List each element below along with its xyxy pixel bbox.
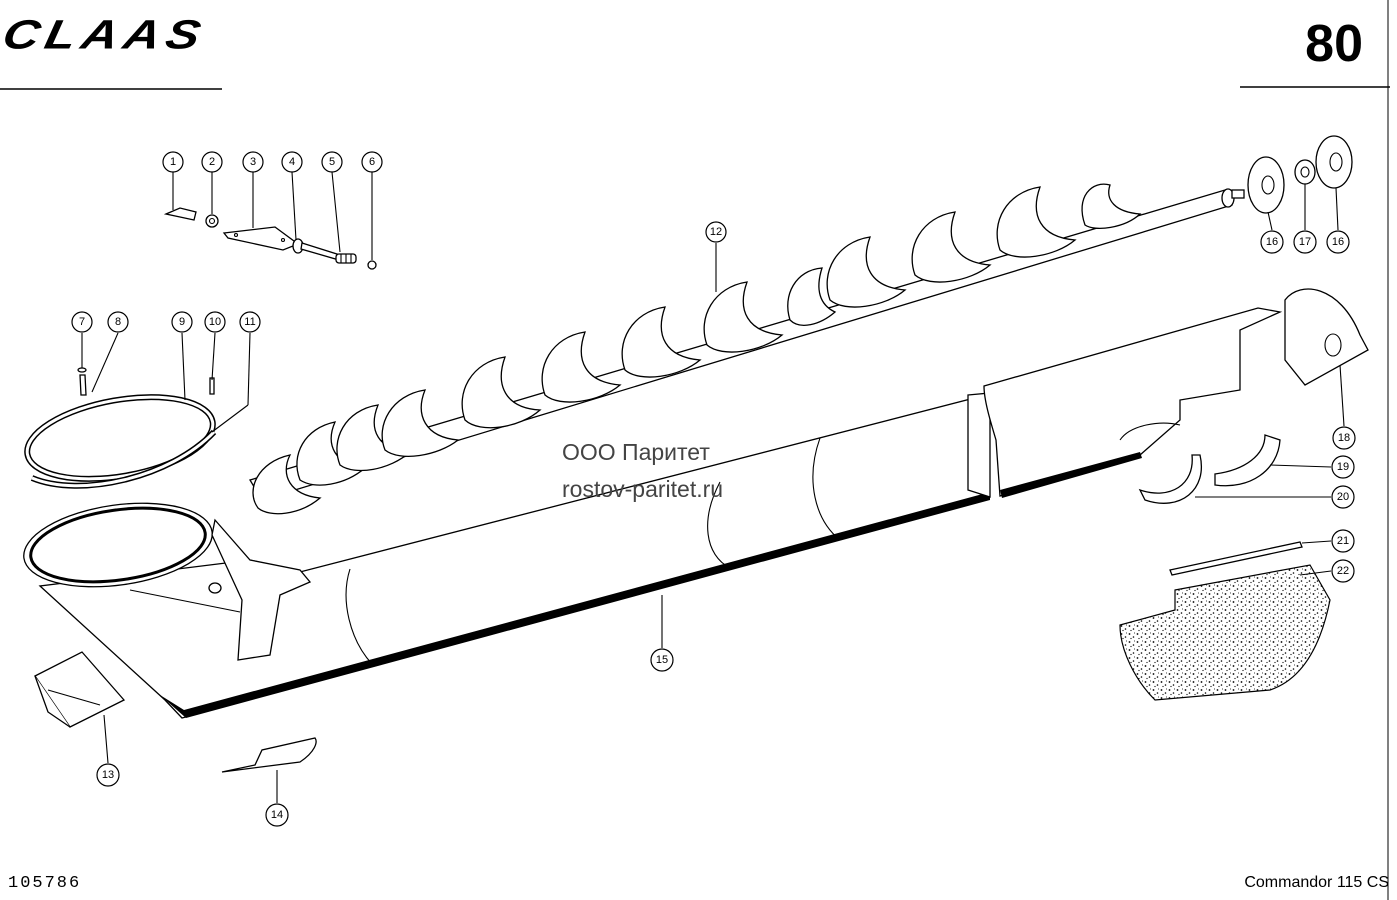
svg-text:1: 1	[170, 156, 176, 168]
part-16-flange	[1247, 156, 1285, 214]
part-20-bracket	[1138, 454, 1202, 504]
svg-text:9: 9	[179, 316, 185, 328]
callout-13: 13	[96, 763, 120, 787]
part-3-plate	[222, 226, 300, 251]
part-7-washer	[77, 367, 87, 373]
part-14-guard	[221, 737, 317, 773]
part-1-bolt	[163, 207, 197, 221]
svg-text:2: 2	[209, 156, 215, 168]
callout-16: 16	[1260, 230, 1284, 254]
part-13-chute	[34, 651, 126, 728]
part-21-strip	[1169, 541, 1303, 576]
svg-text:14: 14	[271, 809, 283, 821]
svg-text:16: 16	[1266, 236, 1278, 248]
callout-17: 17	[1293, 230, 1317, 254]
part-10-bolt	[209, 377, 215, 395]
part-9-ring	[24, 394, 216, 482]
svg-text:16: 16	[1332, 236, 1344, 248]
watermark-url: rostov-paritet.ru	[562, 476, 724, 502]
page-number: 80	[1305, 15, 1363, 73]
watermark-company: ООО Паритет	[562, 439, 710, 465]
callout-10: 10	[204, 311, 226, 333]
part-8-bolt	[79, 374, 87, 396]
svg-text:7: 7	[79, 316, 85, 328]
svg-text:3: 3	[250, 156, 256, 168]
svg-text:17: 17	[1299, 236, 1311, 248]
part-19-bracket	[1214, 434, 1281, 487]
model-name: Commandor 115 CS	[1244, 874, 1389, 891]
part-5-spring	[335, 253, 357, 264]
svg-text:22: 22	[1337, 565, 1349, 577]
svg-text:15: 15	[656, 654, 668, 666]
document-number: 105786	[8, 874, 82, 893]
svg-text:4: 4	[289, 156, 295, 168]
svg-text:13: 13	[102, 769, 114, 781]
svg-text:19: 19	[1337, 461, 1349, 473]
part-12-auger-screw	[249, 183, 1245, 515]
part-18-end-plate	[1284, 288, 1369, 386]
part-4-bolt	[292, 238, 341, 261]
callout-4: 4	[281, 151, 303, 173]
callout-6: 6	[361, 151, 383, 173]
callout-3: 3	[242, 151, 264, 173]
callout-12: 12	[705, 221, 727, 243]
svg-text:12: 12	[710, 226, 722, 238]
svg-text:8: 8	[115, 316, 121, 328]
part-22-cover	[1119, 564, 1331, 701]
svg-text:5: 5	[329, 156, 335, 168]
callout-15: 15	[650, 648, 674, 672]
callout-7: 7	[71, 311, 93, 333]
svg-text:10: 10	[209, 316, 221, 328]
callout-2: 2	[201, 151, 223, 173]
callout-5: 5	[321, 151, 343, 173]
callout-21: 21	[1331, 529, 1355, 553]
callout-22: 22	[1331, 559, 1355, 583]
callout-14: 14	[265, 803, 289, 827]
callout-20: 20	[1331, 485, 1355, 509]
callout-8: 8	[107, 311, 129, 333]
callout-19: 19	[1331, 455, 1355, 479]
leader-lines	[81, 171, 1345, 803]
part-16b-flange	[1315, 135, 1353, 189]
svg-text:20: 20	[1337, 491, 1349, 503]
part-17-bearing	[1294, 159, 1316, 185]
svg-text:6: 6	[369, 156, 375, 168]
callout-18: 18	[1332, 426, 1356, 450]
svg-text:11: 11	[244, 316, 255, 328]
callout-16b: 16	[1326, 230, 1350, 254]
part-11-split-ring	[30, 429, 217, 489]
callout-9: 9	[171, 311, 193, 333]
part-15-auger-housing	[23, 307, 1283, 719]
callout-11: 11	[239, 311, 261, 333]
svg-text:18: 18	[1338, 432, 1350, 444]
callout-1: 1	[162, 151, 184, 173]
part-6-nut	[367, 260, 377, 270]
svg-text:21: 21	[1337, 535, 1349, 547]
part-2-nut	[205, 214, 219, 228]
